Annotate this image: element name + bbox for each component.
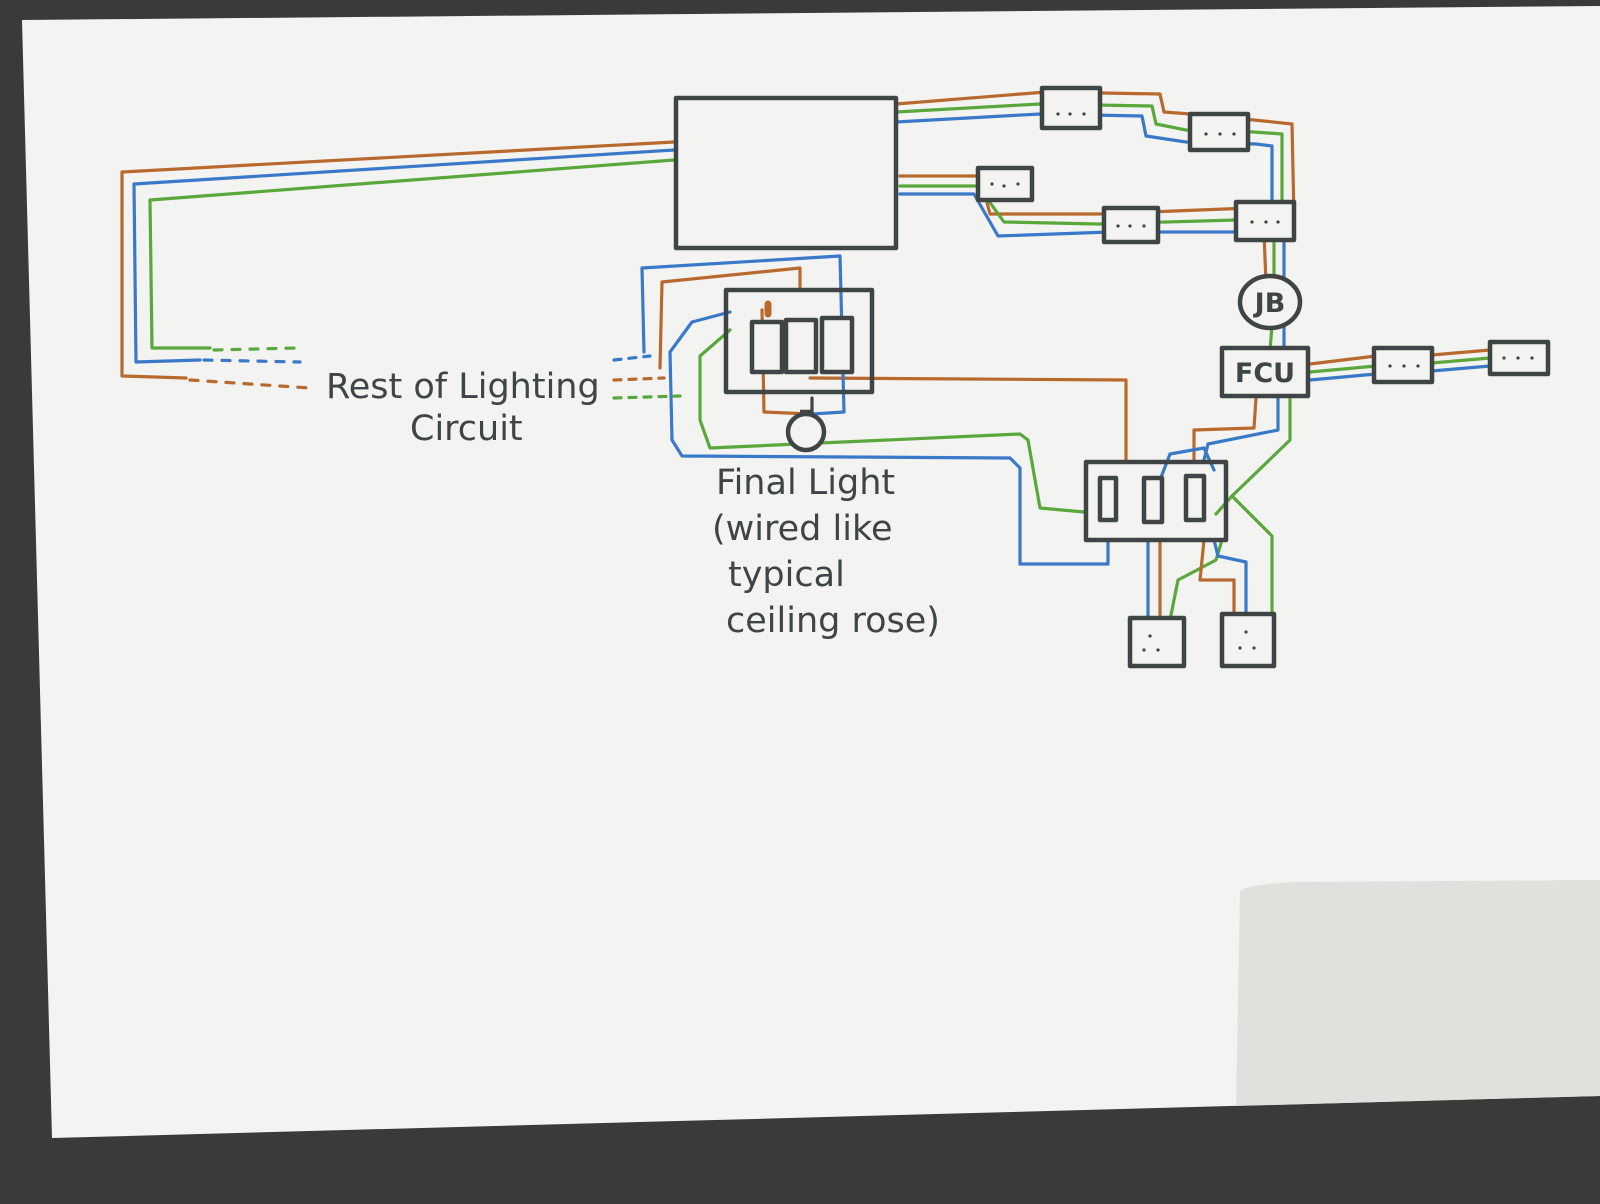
- ceiling-rose-box: [723, 287, 875, 395]
- live-wire-block-down-right: [1198, 538, 1236, 622]
- socket-icon: [1127, 615, 1187, 669]
- earth-wire-block-to-light: [698, 328, 1086, 514]
- live-wire-left-loop: [120, 140, 676, 380]
- socket-icon: [1371, 345, 1435, 385]
- neutral-wire-block-down-right: [1212, 538, 1248, 622]
- light-bulb-icon: [785, 409, 827, 453]
- neutral-wire-left-loop: [132, 148, 676, 364]
- label-final-light-1: Final Light: [716, 463, 895, 503]
- earth-wire-block-down-right: [1230, 494, 1274, 622]
- socket-icon: [1187, 111, 1251, 153]
- socket-icon: [1487, 339, 1551, 377]
- live-wire-dashed-right: [612, 376, 666, 382]
- earth-wire-dashed-end: [212, 346, 298, 352]
- earth-wire-left-loop: [148, 158, 676, 350]
- paper-shadow: [1236, 880, 1600, 1106]
- ceiling-rose-terminal: [783, 317, 819, 375]
- consumer-unit-box: [673, 95, 899, 251]
- socket-icon: [1219, 611, 1277, 669]
- label-rest-of-lighting: Rest of Lighting: [326, 367, 600, 407]
- live-wire-fcu-to-block: [1192, 396, 1258, 462]
- neutral-wire-dashed-right: [612, 354, 652, 362]
- label-final-light-4: ceiling rose): [726, 601, 940, 641]
- neutral-wire-block-loop: [1158, 446, 1216, 482]
- socket-icon: [1039, 85, 1103, 131]
- live-wire-lighting-feed: [658, 266, 802, 370]
- label-circuit: Circuit: [410, 409, 523, 449]
- live-wire-dashed-end: [188, 378, 312, 390]
- connector-terminal: [1183, 473, 1207, 523]
- components: [673, 85, 1551, 669]
- ceiling-rose-terminal: [749, 319, 785, 375]
- fcu-label: FCU: [1235, 358, 1295, 389]
- ceiling-rose-terminal: [819, 315, 855, 375]
- socket-icon: [1101, 205, 1161, 245]
- connector-terminal: [1097, 475, 1119, 523]
- neutral-wire-lighting-feed: [640, 254, 846, 416]
- socket-icon: [1233, 199, 1297, 243]
- connector-terminal: [1141, 475, 1165, 525]
- neutral-wire-block-to-light: [668, 310, 1110, 566]
- paper-sheet: [22, 6, 1600, 1138]
- neutral-wire-dashed-end: [202, 358, 302, 364]
- label-final-light-2: (wired like: [712, 509, 893, 549]
- fcu-box: [1219, 345, 1311, 399]
- junction-box-label: JB: [1253, 288, 1286, 319]
- junction-box-circle: [1237, 273, 1303, 331]
- label-final-light-3: typical: [728, 555, 845, 595]
- socket-icon: [975, 165, 1035, 203]
- connector-block: [1083, 459, 1229, 543]
- live-wire-block-to-switch: [808, 376, 1128, 464]
- earth-wire-block-down-left: [1168, 538, 1224, 622]
- earth-wire-dashed-right: [612, 394, 682, 400]
